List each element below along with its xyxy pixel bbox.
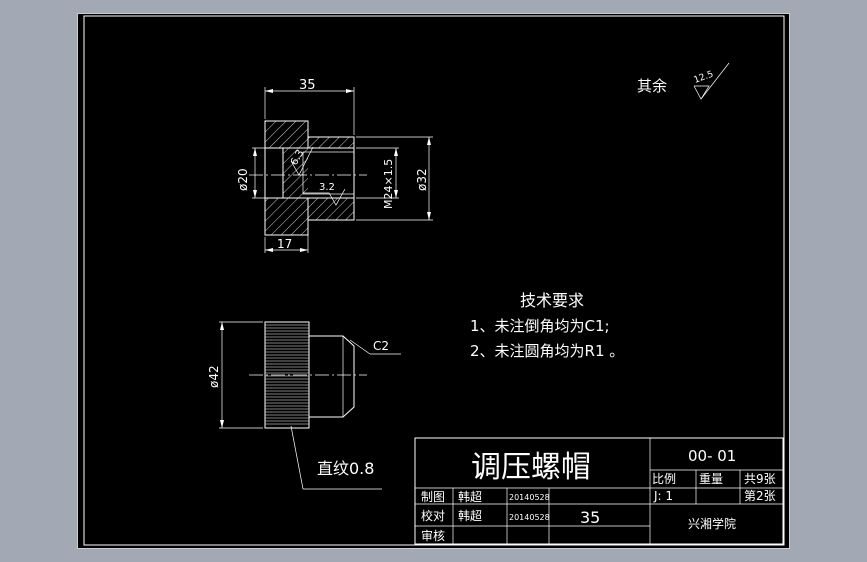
sheet-number: 第2张 xyxy=(744,489,776,503)
drawn-label: 制图 xyxy=(421,490,445,504)
scale-value: J: 1 xyxy=(653,489,673,503)
dim-thread: M24×1.5 xyxy=(382,159,395,209)
check-name: 韩超 xyxy=(458,508,482,523)
check-date: 20140528 xyxy=(509,513,550,522)
approve-label: 审核 xyxy=(421,528,445,543)
title-block xyxy=(414,437,784,545)
material: 35 xyxy=(580,508,600,527)
roughness-3-2: 3.2 xyxy=(319,182,335,193)
scale-label: 比例 xyxy=(652,472,676,486)
dim-dia-20: ø20 xyxy=(236,168,250,191)
roughness-note-value: 12.5 xyxy=(693,70,715,86)
cad-drawing: 6.3 3.2 35 17 ø20 M24×1.5 xyxy=(83,15,785,546)
drawn-date: 20140528 xyxy=(509,493,550,502)
drawn-name: 韩超 xyxy=(458,489,482,504)
drawing-number: 00- 01 xyxy=(688,447,736,465)
tech-title: 技术要求 xyxy=(520,291,584,310)
total-sheets: 共9张 xyxy=(744,472,776,486)
chamfer-label: C2 xyxy=(373,339,389,353)
part-name: 调压螺帽 xyxy=(471,450,591,485)
dim-dia-42: ø42 xyxy=(207,365,221,388)
roughness-note-label: 其余 xyxy=(637,77,667,95)
outside-view: ø42 C2 直纹0.8 xyxy=(207,321,401,490)
dim-35: 35 xyxy=(299,78,316,93)
weight-label: 重量 xyxy=(699,472,723,486)
dim-dia-32: ø32 xyxy=(415,168,429,191)
section-view: 6.3 3.2 35 17 ø20 M24×1.5 xyxy=(236,78,433,253)
school-name: 兴湘学院 xyxy=(688,516,736,531)
tech-line-2: 2、未注圆角均为R1 。 xyxy=(470,342,624,360)
tech-line-1: 1、未注倒角均为C1; xyxy=(470,317,610,335)
drawing-frame xyxy=(83,15,785,546)
knurl-label: 直纹0.8 xyxy=(317,459,374,478)
check-label: 校对 xyxy=(421,508,445,523)
dim-17: 17 xyxy=(277,237,292,251)
drawing-sheet[interactable]: 6.3 3.2 35 17 ø20 M24×1.5 xyxy=(77,13,790,549)
